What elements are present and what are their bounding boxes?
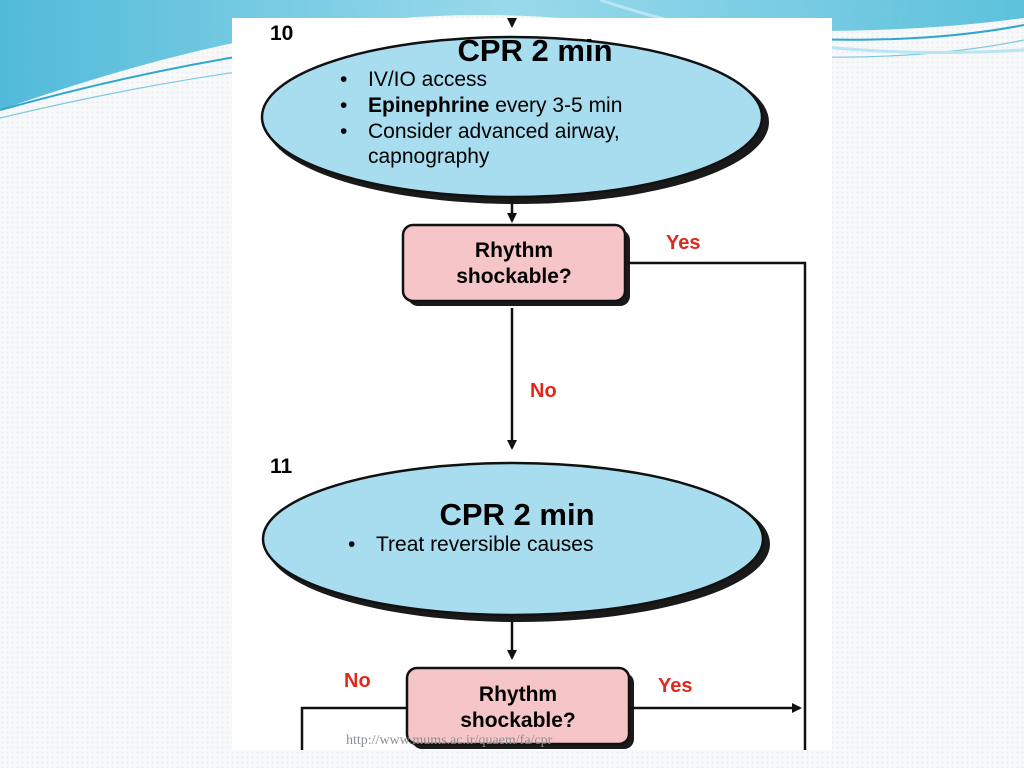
step-number: 11: [270, 455, 293, 478]
decision2-node: Rhythm shockable?: [405, 666, 634, 749]
decision2-yes-label: Yes: [658, 675, 692, 697]
decision1-line1: Rhythm: [475, 239, 553, 262]
decision1-line2: shockable?: [456, 265, 572, 288]
decision1-no-label: No: [530, 380, 557, 402]
source-url[interactable]: http://www.mums.ac.ir/quaem/fa/cpr: [346, 733, 553, 748]
decision2-line2: shockable?: [460, 709, 576, 732]
cpr-flowchart: 10 CPR 2 min • IV/IO access • Epinephrin…: [260, 18, 807, 750]
step-number: 10: [270, 22, 293, 45]
step10-bullet1: IV/IO access: [368, 68, 487, 91]
bullet-glyph: •: [340, 94, 347, 117]
step10-bullet2: Epinephrine every 3-5 min: [368, 94, 622, 117]
no-connector-line: [300, 706, 407, 750]
decision1-node: Rhythm shockable?: [401, 223, 630, 306]
step10-bullet2-bold: Epinephrine: [368, 94, 489, 117]
bullet-glyph: •: [340, 68, 347, 91]
step10-bullet2-rest: every 3-5 min: [489, 94, 622, 117]
decision2-no-label: No: [344, 670, 371, 692]
flowchart-panel: 10 CPR 2 min • IV/IO access • Epinephrin…: [232, 18, 832, 750]
step11-bullet1: Treat reversible causes: [376, 533, 593, 556]
step10-node: CPR 2 min • IV/IO access • Epinephrine e…: [260, 33, 769, 204]
bullet-glyph: •: [348, 533, 355, 556]
decision2-line1: Rhythm: [479, 683, 557, 706]
bullet-glyph: •: [340, 120, 347, 143]
step10-bullet3-line2: capnography: [368, 145, 490, 168]
decision1-yes-label: Yes: [666, 232, 700, 254]
yes-connector-line: [625, 261, 807, 750]
step11-node: CPR 2 min • Treat reversible causes: [261, 461, 770, 622]
step11-title: CPR 2 min: [439, 497, 594, 532]
step10-title: CPR 2 min: [457, 33, 612, 68]
step10-bullet3-line1: Consider advanced airway,: [368, 120, 620, 143]
